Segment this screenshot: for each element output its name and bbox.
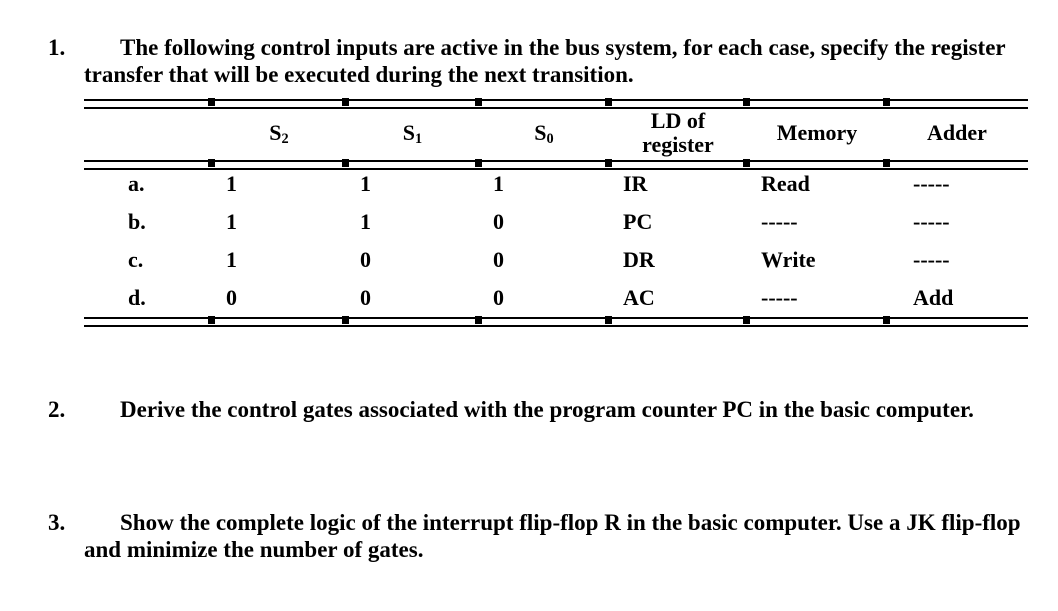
table-cell-memory: ----- [761,285,798,310]
column-boundary-tick [605,98,612,106]
table-cell-s2: 1 [226,171,237,196]
table-cell-s2: 1 [226,209,237,234]
table-cell-s2: 1 [226,247,237,272]
s0-label: S0 [534,119,554,147]
column-boundary-tick [605,159,612,167]
table-cell-memory: Read [761,171,810,196]
question-1-number: 1. [48,35,66,60]
table-rule-bottom [84,316,1028,327]
table-cell-ld: AC [623,285,655,310]
table-cell-ld: DR [623,247,655,272]
table-cell-s0: 0 [493,209,504,234]
column-boundary-tick [743,316,750,324]
column-boundary-tick [342,159,349,167]
table-cell-s2: 0 [226,285,237,310]
table-cell-s1: 1 [360,171,371,196]
column-boundary-tick [883,316,890,324]
column-boundary-tick [475,316,482,324]
table-header-ld-of-register: LD of register [642,107,714,157]
question-2-number: 2. [48,397,66,422]
table-header-row: S2 S1 S0 LD of register Memory Adder [84,105,1027,160]
s2-label: S2 [269,119,289,147]
question-3-line-1: Show the complete logic of the interrupt… [120,510,1021,535]
table-header-adder: Adder [927,119,987,145]
column-boundary-tick [208,159,215,167]
table-cell-adder: ----- [913,209,950,234]
table-cell-memory: Write [761,247,816,272]
question-1-line-2: transfer that will be executed during th… [84,62,634,87]
table-header-memory: Memory [776,119,858,145]
table-cell-ld: IR [623,171,648,196]
table-cell-memory: ----- [761,209,798,234]
question-1-line-1: The following control inputs are active … [120,35,1006,60]
table-row: a. 1 1 1 IR Read ----- [84,165,1028,203]
table-row: b. 1 1 0 PC ----- ----- [84,203,1028,241]
table-cell-adder: ----- [913,247,950,272]
column-boundary-tick [342,316,349,324]
table-cell-adder: Add [913,285,954,310]
table-cell-s1: 0 [360,247,371,272]
question-3-line-2: and minimize the number of gates. [84,537,424,562]
table-rule-top [84,98,1028,109]
table-cell-s1: 1 [360,209,371,234]
table-header-case [84,105,212,160]
table-rule-header-bottom [84,159,1028,170]
table-header-s1: S1 [346,105,479,160]
column-boundary-tick [743,159,750,167]
table-header-s0: S0 [479,105,609,160]
s1-label: S1 [402,119,423,147]
question-2-line-1: Derive the control gates associated with… [120,397,974,422]
question-1-text: The following control inputs are active … [84,34,1050,88]
table-cell-adder: ----- [913,171,950,196]
table-cell-s0: 0 [493,285,504,310]
column-boundary-tick [342,98,349,106]
table-cell-s0: 0 [493,247,504,272]
control-inputs-table: S2 S1 S0 LD of register Memory Adder a. 1… [84,98,1028,327]
column-boundary-tick [883,98,890,106]
table-cell-ld: PC [623,209,653,234]
question-2-text: Derive the control gates associated with… [84,396,1050,423]
question-3-text: Show the complete logic of the interrupt… [84,509,1050,563]
column-boundary-tick [743,98,750,106]
table-cell-s1: 0 [360,285,371,310]
table-row: c. 1 0 0 DR Write ----- [84,241,1028,279]
column-boundary-tick [475,159,482,167]
table-cell-case: d. [128,285,146,310]
column-boundary-tick [605,316,612,324]
column-boundary-tick [208,316,215,324]
column-boundary-tick [208,98,215,106]
question-3-number: 3. [48,510,66,535]
table-header-s2: S2 [212,105,346,160]
column-boundary-tick [883,159,890,167]
table-cell-case: c. [128,247,144,272]
table-row: d. 0 0 0 AC ----- Add [84,279,1028,317]
table-cell-case: a. [128,171,145,196]
table-cell-case: b. [128,209,146,234]
table-cell-s0: 1 [493,171,504,196]
column-boundary-tick [475,98,482,106]
